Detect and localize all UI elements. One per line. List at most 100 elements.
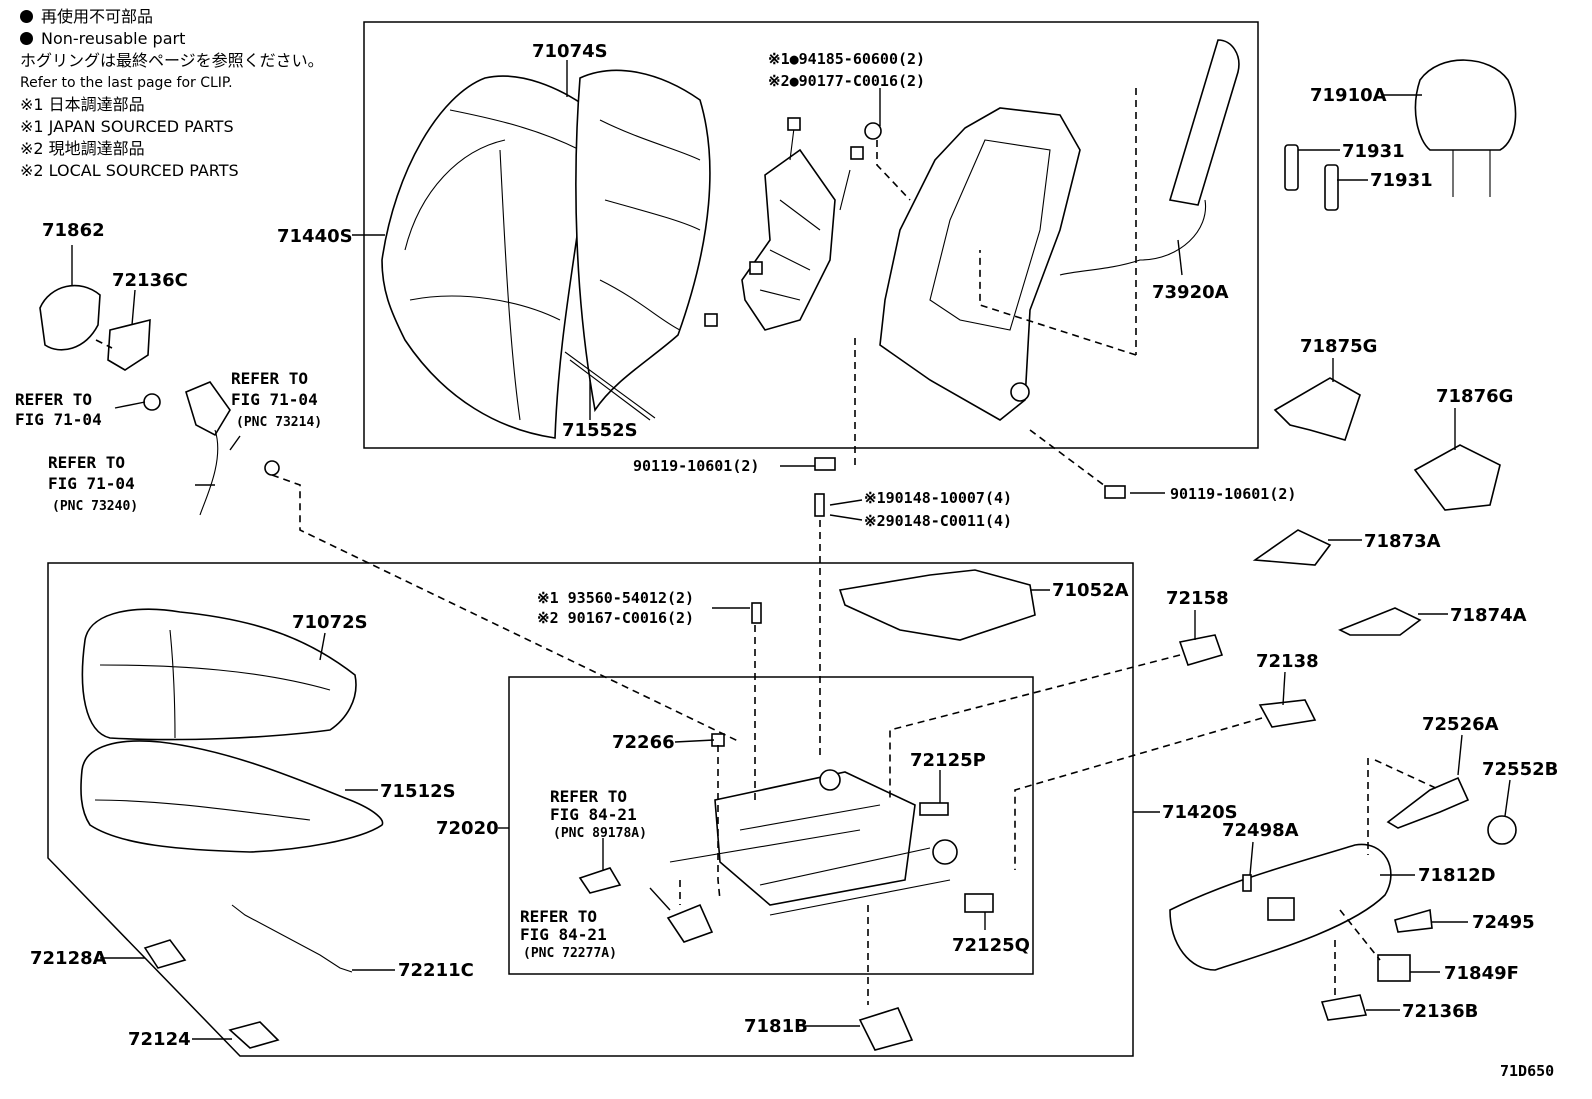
headrest-part bbox=[1414, 59, 1517, 197]
bracket-7181B-part bbox=[858, 1007, 914, 1051]
label-71875G: 71875G bbox=[1300, 336, 1377, 357]
cover-72138-part bbox=[1258, 699, 1317, 728]
bracket-72277A-part bbox=[666, 903, 714, 943]
seat-cushion-cover-part bbox=[81, 608, 357, 741]
label-90119-b: 90119-10601(2) bbox=[1170, 485, 1296, 503]
ref5-line3: (PNC 72277A) bbox=[523, 946, 617, 961]
legend-non-reusable-en: Non-reusable part bbox=[20, 28, 324, 50]
filled-circle-icon bbox=[20, 32, 33, 45]
bracket-71052A-part bbox=[838, 569, 1036, 641]
ref1-line2: FIG 71-04 bbox=[15, 410, 102, 429]
label-72020: 72020 bbox=[436, 818, 499, 839]
lumbar-bracket-part bbox=[704, 117, 864, 331]
dashed-connectors bbox=[95, 88, 1441, 1005]
bolt-part bbox=[264, 460, 280, 476]
bolt-90119a-part bbox=[814, 457, 836, 471]
label-71876G: 71876G bbox=[1436, 386, 1513, 407]
cover-72136C-part bbox=[107, 318, 151, 371]
label-93560: ※1 93560-54012(2) bbox=[537, 589, 694, 607]
ref2-line3: (PNC 73214) bbox=[236, 415, 322, 430]
headrest-guide-part bbox=[1284, 144, 1339, 211]
label-71931-b: 71931 bbox=[1370, 170, 1433, 191]
label-94185: ※1●94185-60600(2) bbox=[768, 50, 925, 68]
label-71052A: 71052A bbox=[1052, 580, 1129, 601]
seatback-cover-part bbox=[381, 75, 589, 439]
ref4-line3: (PNC 89178A) bbox=[553, 826, 647, 841]
shield-71862-part bbox=[39, 284, 101, 351]
label-72211C: 72211C bbox=[398, 960, 474, 981]
cover-72158-part bbox=[1178, 634, 1224, 666]
label-72136B: 72136B bbox=[1402, 1001, 1478, 1022]
cushion-group-box bbox=[47, 562, 1134, 1057]
legend-japan-sourced-jp: ※1 日本調達部品 bbox=[20, 95, 145, 114]
side-shield-part bbox=[1169, 843, 1392, 971]
reference-notes: REFER TO FIG 71-04 REFER TO FIG 71-04 (P… bbox=[15, 369, 647, 961]
label-71420S: 71420S bbox=[1162, 802, 1238, 823]
legend-local-sourced-jp: ※2 現地調達部品 bbox=[20, 139, 145, 158]
wire-72211C-part bbox=[231, 904, 353, 973]
legend: 再使用不可部品 Non-reusable part ホグリングは最終ページを参照… bbox=[20, 6, 324, 182]
diagram-code: 71D650 bbox=[1500, 1062, 1554, 1080]
label-90119-a: 90119-10601(2) bbox=[633, 457, 759, 475]
label-72158: 72158 bbox=[1166, 588, 1229, 609]
label-71440S: 71440S bbox=[277, 226, 353, 247]
legend-clip-note-jp: ホグリングは最終ページを参照ください。 bbox=[20, 51, 324, 70]
adjuster-group-box bbox=[508, 676, 1034, 975]
label-73920A: 73920A bbox=[1152, 282, 1229, 303]
legend-non-reusable-jp: 再使用不可部品 bbox=[20, 6, 324, 28]
legend-local-sourced-en: ※2 LOCAL SOURCED PARTS bbox=[20, 161, 239, 180]
ref5-line2: FIG 84-21 bbox=[520, 925, 607, 944]
clip-72125P-part bbox=[919, 802, 949, 816]
ref2-line2: FIG 71-04 bbox=[231, 390, 318, 409]
label-71910A: 71910A bbox=[1310, 85, 1387, 106]
clip-72498A-part bbox=[1242, 874, 1252, 892]
ref2-line1: REFER TO bbox=[231, 369, 308, 388]
grommet-part bbox=[143, 393, 161, 411]
label-72498A: 72498A bbox=[1222, 820, 1299, 841]
label-71873A: 71873A bbox=[1364, 531, 1441, 552]
clip-72124-part bbox=[228, 1021, 280, 1049]
seat-adjuster-part bbox=[669, 769, 958, 916]
label-71512S: 71512S bbox=[380, 781, 456, 802]
ref5-line1: REFER TO bbox=[520, 907, 597, 926]
strip-71552S-part bbox=[564, 351, 656, 421]
filled-circle-icon bbox=[20, 10, 33, 23]
clip-72125Q-part bbox=[964, 893, 994, 913]
buckle-wire-part bbox=[199, 429, 219, 516]
legend-japan-sourced-en: ※1 JAPAN SOURCED PARTS bbox=[20, 117, 234, 136]
bracket-89178A-part bbox=[578, 867, 622, 894]
knob-72552B-part bbox=[1487, 815, 1517, 845]
trim-71874A-part bbox=[1338, 607, 1422, 636]
cover-72136B-part bbox=[1320, 994, 1368, 1021]
seatback-pad-part bbox=[575, 69, 711, 413]
label-72124: 72124 bbox=[128, 1029, 191, 1050]
buckle-part bbox=[185, 381, 231, 437]
label-72125P: 72125P bbox=[910, 750, 986, 771]
ref3-line1: REFER TO bbox=[48, 453, 125, 472]
label-71074S: 71074S bbox=[532, 41, 608, 62]
side-airbag-part bbox=[1059, 39, 1240, 276]
label-71874A: 71874A bbox=[1450, 605, 1527, 626]
trim-71875G-part bbox=[1273, 377, 1361, 441]
screw-93560-part bbox=[751, 602, 762, 624]
seat-cushion-pad-part bbox=[80, 740, 384, 853]
ref3-line3: (PNC 73240) bbox=[52, 499, 138, 514]
label-72125Q: 72125Q bbox=[952, 935, 1030, 956]
lever-72526A-part bbox=[1386, 776, 1470, 829]
label-71931-a: 71931 bbox=[1342, 141, 1405, 162]
label-71072S: 71072S bbox=[292, 612, 368, 633]
label-71849F: 71849F bbox=[1444, 963, 1519, 984]
part-labels: 71074S ※1●94185-60600(2) ※2●90177-C0016(… bbox=[30, 41, 1558, 1080]
clip-72128A-part bbox=[143, 939, 187, 969]
label-71812D: 71812D bbox=[1418, 865, 1496, 886]
hog-ring-94185-part bbox=[864, 122, 882, 140]
ref4-line1: REFER TO bbox=[550, 787, 627, 806]
label-72138: 72138 bbox=[1256, 651, 1319, 672]
trim-71876G-part bbox=[1413, 444, 1501, 511]
label-72266: 72266 bbox=[612, 732, 675, 753]
screw-90148-part bbox=[814, 493, 825, 517]
label-72136C: 72136C bbox=[112, 270, 188, 291]
cover-72495-part bbox=[1394, 908, 1433, 933]
label-71862: 71862 bbox=[42, 220, 105, 241]
label-90167: ※2 90167-C0016(2) bbox=[537, 609, 694, 627]
